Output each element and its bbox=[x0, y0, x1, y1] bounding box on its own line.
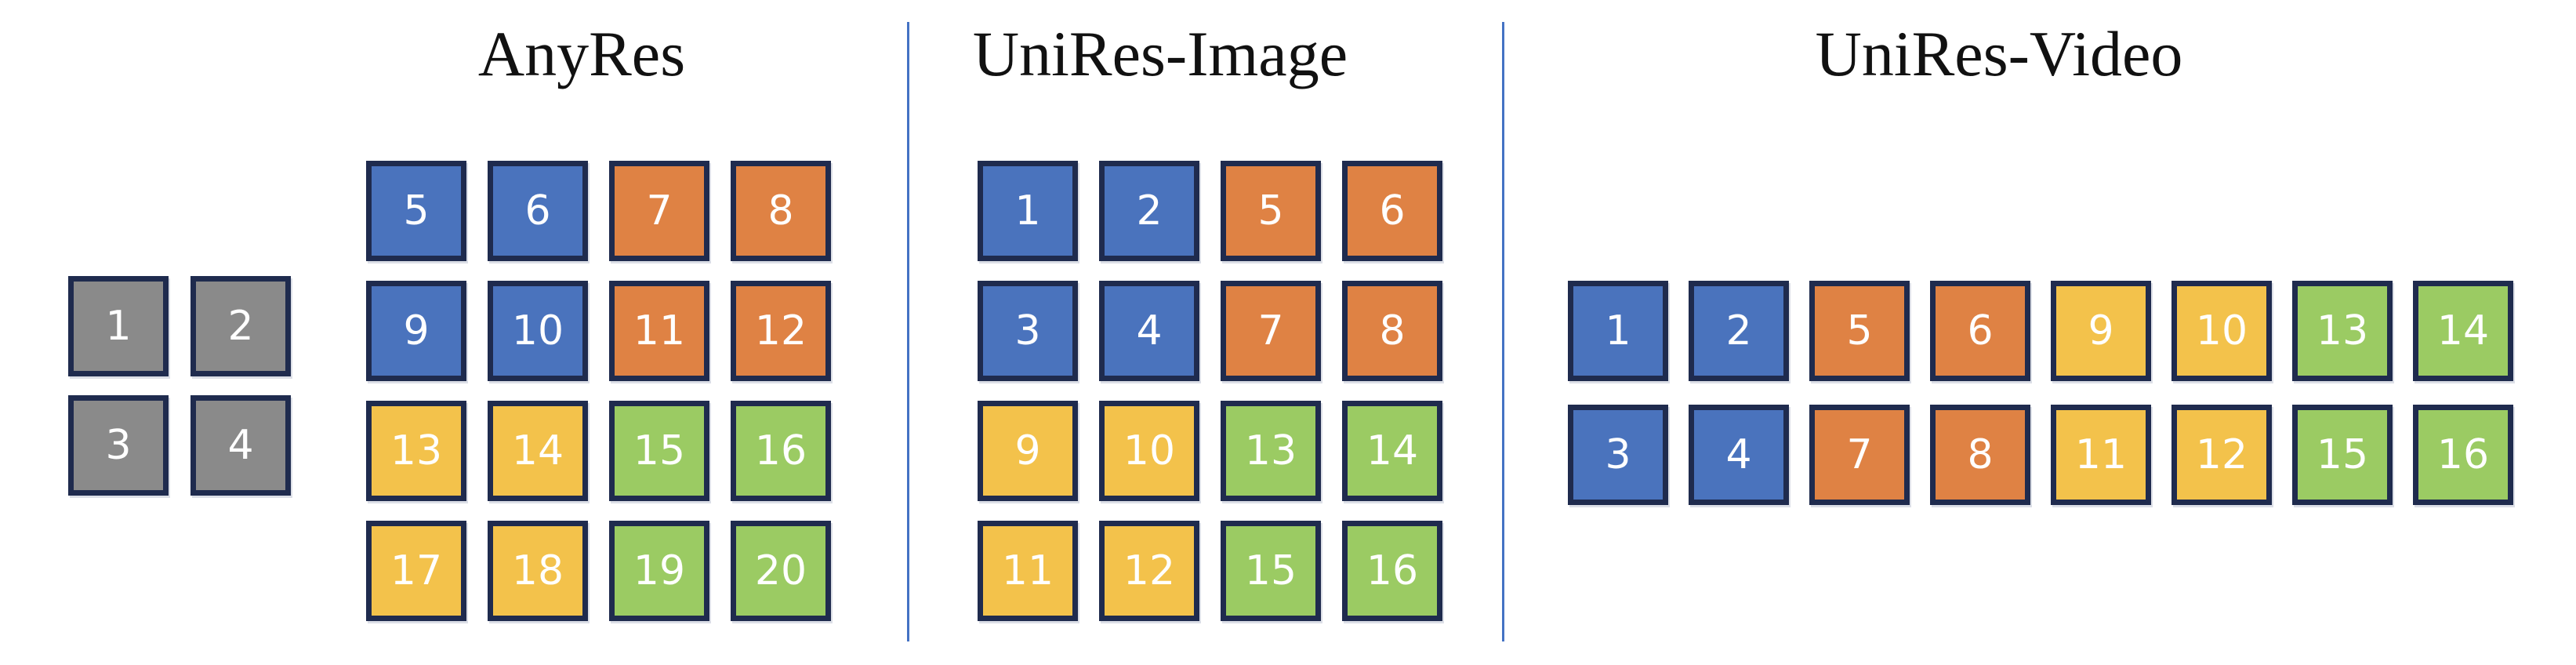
token-tile-7: 7 bbox=[1221, 281, 1321, 381]
token-tile-14: 14 bbox=[1342, 401, 1442, 501]
token-tile-1: 1 bbox=[978, 161, 1078, 261]
token-tile-16: 16 bbox=[2413, 405, 2513, 505]
token-tile-11: 11 bbox=[609, 281, 709, 381]
token-tile-1: 1 bbox=[1568, 281, 1668, 381]
token-tile-3: 3 bbox=[68, 395, 169, 496]
token-tile-5: 5 bbox=[366, 161, 466, 261]
token-tile-6: 6 bbox=[1930, 281, 2030, 381]
token-tile-15: 15 bbox=[2292, 405, 2393, 505]
token-tile-13: 13 bbox=[2292, 281, 2393, 381]
token-tile-1: 1 bbox=[68, 276, 169, 376]
token-tile-3: 3 bbox=[978, 281, 1078, 381]
token-tile-4: 4 bbox=[1689, 405, 1789, 505]
token-tile-16: 16 bbox=[731, 401, 831, 501]
token-tile-5: 5 bbox=[1221, 161, 1321, 261]
token-tile-7: 7 bbox=[609, 161, 709, 261]
token-tile-9: 9 bbox=[978, 401, 1078, 501]
token-tile-17: 17 bbox=[366, 521, 466, 621]
token-tile-9: 9 bbox=[2051, 281, 2151, 381]
token-tile-6: 6 bbox=[488, 161, 588, 261]
token-tile-12: 12 bbox=[731, 281, 831, 381]
token-tile-11: 11 bbox=[978, 521, 1078, 621]
token-tile-18: 18 bbox=[488, 521, 588, 621]
token-tile-8: 8 bbox=[1930, 405, 2030, 505]
token-tile-20: 20 bbox=[731, 521, 831, 621]
section-divider bbox=[907, 22, 909, 641]
token-tile-2: 2 bbox=[190, 276, 291, 376]
token-tile-15: 15 bbox=[609, 401, 709, 501]
token-tile-4: 4 bbox=[1099, 281, 1199, 381]
token-tile-5: 5 bbox=[1809, 281, 1910, 381]
token-tile-13: 13 bbox=[1221, 401, 1321, 501]
panel-title-unires-image: UniRes-Image bbox=[972, 18, 1348, 89]
token-tile-12: 12 bbox=[2171, 405, 2272, 505]
token-tile-6: 6 bbox=[1342, 161, 1442, 261]
token-tile-9: 9 bbox=[366, 281, 466, 381]
token-tile-10: 10 bbox=[2171, 281, 2272, 381]
token-tile-11: 11 bbox=[2051, 405, 2151, 505]
token-tile-10: 10 bbox=[488, 281, 588, 381]
panel-title-unires-video: UniRes-Video bbox=[1815, 18, 2183, 89]
token-tile-12: 12 bbox=[1099, 521, 1199, 621]
token-tile-8: 8 bbox=[731, 161, 831, 261]
token-tile-19: 19 bbox=[609, 521, 709, 621]
token-tile-2: 2 bbox=[1099, 161, 1199, 261]
token-tile-13: 13 bbox=[366, 401, 466, 501]
token-tile-2: 2 bbox=[1689, 281, 1789, 381]
token-tile-3: 3 bbox=[1568, 405, 1668, 505]
token-tile-7: 7 bbox=[1809, 405, 1910, 505]
token-tile-14: 14 bbox=[2413, 281, 2513, 381]
token-tile-10: 10 bbox=[1099, 401, 1199, 501]
token-tile-16: 16 bbox=[1342, 521, 1442, 621]
token-tile-8: 8 bbox=[1342, 281, 1442, 381]
token-tile-14: 14 bbox=[488, 401, 588, 501]
token-tile-15: 15 bbox=[1221, 521, 1321, 621]
section-divider bbox=[1502, 22, 1504, 641]
token-tile-4: 4 bbox=[190, 395, 291, 496]
panel-title-anyres: AnyRes bbox=[477, 18, 686, 89]
